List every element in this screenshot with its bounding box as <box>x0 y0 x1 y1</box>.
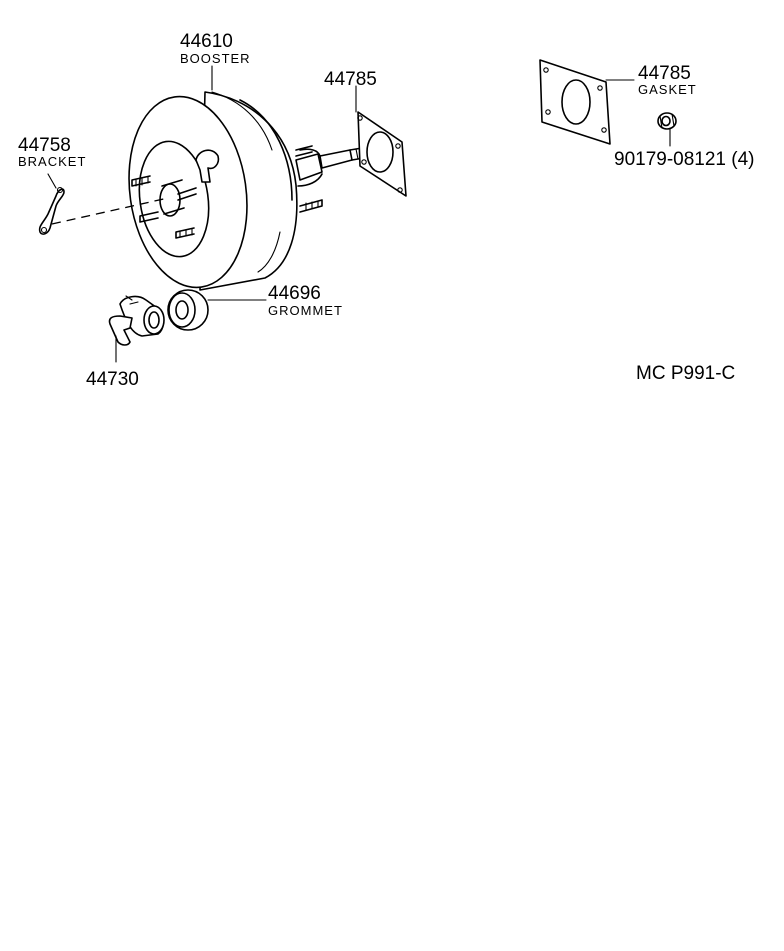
nut-quantity: (4) <box>731 149 755 170</box>
gasket-left-part-number: 44785 <box>324 69 377 90</box>
booster-part-number: 44610 <box>180 31 233 52</box>
grommet-part-name: GROMMET <box>268 303 343 318</box>
diagram-code: MC P991-C <box>636 363 736 384</box>
grommet-drawing <box>167 289 267 331</box>
gasket-right-drawing <box>539 59 635 145</box>
check-valve-drawing <box>108 295 165 363</box>
nut-part-number: 90179-08121 (4) <box>614 150 755 169</box>
booster-drawing <box>128 91 387 291</box>
gasket-right-part-number: 44785 <box>638 63 691 84</box>
nut-drawing <box>657 112 677 147</box>
bracket-drawing <box>38 173 169 235</box>
nut-number-text: 90179-08121 <box>614 149 726 170</box>
bracket-part-number: 44758 <box>18 135 71 156</box>
bracket-part-name: BRACKET <box>18 154 87 169</box>
gasket-left-drawing <box>355 85 407 197</box>
grommet-part-number: 44696 <box>268 283 321 304</box>
check-valve-part-number: 44730 <box>86 369 139 390</box>
booster-part-name: BOOSTER <box>180 51 251 66</box>
gasket-right-part-name: GASKET <box>638 82 697 97</box>
